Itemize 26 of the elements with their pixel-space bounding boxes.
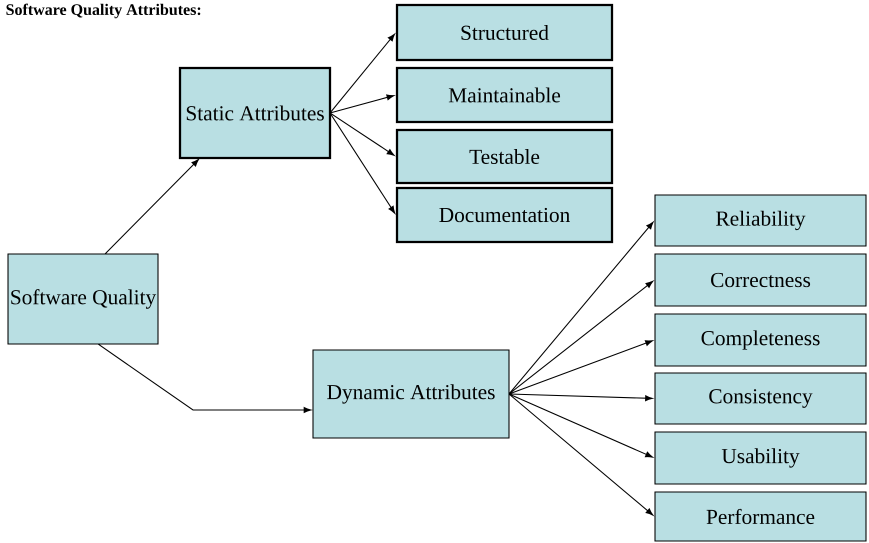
attribute-box: Performance <box>654 491 867 542</box>
arrow <box>508 222 654 394</box>
attribute-box: Usability <box>654 431 867 485</box>
arrow <box>330 94 394 114</box>
arrow <box>508 394 654 516</box>
attribute-box: Reliability <box>654 194 867 247</box>
arrow <box>508 280 654 394</box>
arrow <box>330 112 394 156</box>
process-box: Static Attributes <box>178 66 332 160</box>
arrow <box>330 112 396 214</box>
process-box: Dynamic Attributes <box>312 349 510 439</box>
process-box: Software Quality <box>7 253 159 345</box>
arrow <box>330 34 395 114</box>
title: Software Quality Attributes: <box>6 4 200 18</box>
attribute-box: Maintainable <box>396 66 614 124</box>
attribute-box: Documentation <box>396 186 614 244</box>
attribute-box: Correctness <box>654 253 867 307</box>
attribute-box: Testable <box>396 128 614 184</box>
arrow <box>98 344 312 413</box>
arrow <box>508 340 653 394</box>
arrow <box>508 393 653 402</box>
arrow <box>104 159 199 254</box>
attribute-box: Completeness <box>654 313 867 367</box>
attribute-box: Structured <box>396 4 614 62</box>
arrow <box>508 394 653 458</box>
attribute-box: Consistency <box>654 372 867 425</box>
